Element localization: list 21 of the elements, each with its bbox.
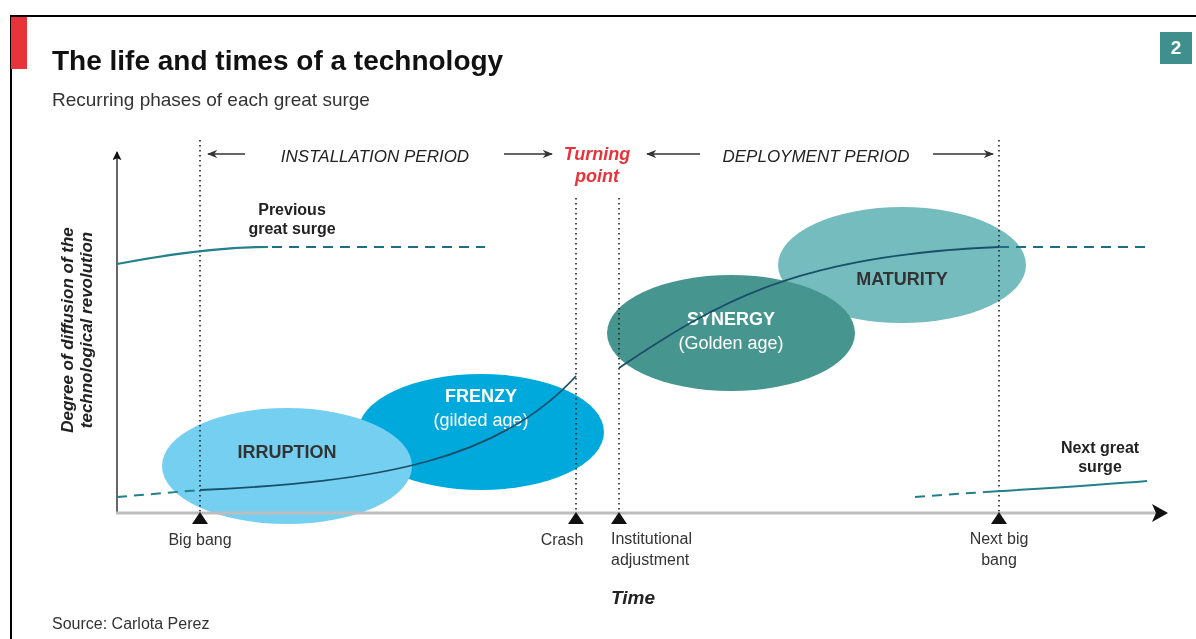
phase-name: SYNERGY [686,308,775,331]
phase-subtitle: (Golden age) [678,332,784,355]
event-label: Next big bang [968,529,1030,570]
curve-label: Previous great surge [247,200,337,238]
phase-subtitle: (gilded age) [433,409,529,432]
period-label: INSTALLATION PERIOD [279,146,471,168]
phase-name: IRRUPTION [237,441,337,464]
figure-number: 2 [1160,32,1192,64]
phase-name: MATURITY [856,268,948,291]
turning-point-label: Turning point [562,143,632,187]
event-label: Big bang [167,530,233,550]
axis-title: Degree of diffusion of the technological revolution [58,226,96,435]
event-label: Institutional adjustment [611,529,693,570]
event-label: Crash [539,530,585,550]
curve-label: Next great surge [1059,438,1141,476]
chart-title: The life and times of a technology [52,44,504,78]
period-label: DEPLOYMENT PERIOD [721,146,911,168]
axis-title: Time [611,586,656,610]
subtitle: Recurring phases of each great surge [52,88,371,112]
phase-name: FRENZY [445,385,517,408]
source-note: Source: Carlota Perez [52,614,211,634]
